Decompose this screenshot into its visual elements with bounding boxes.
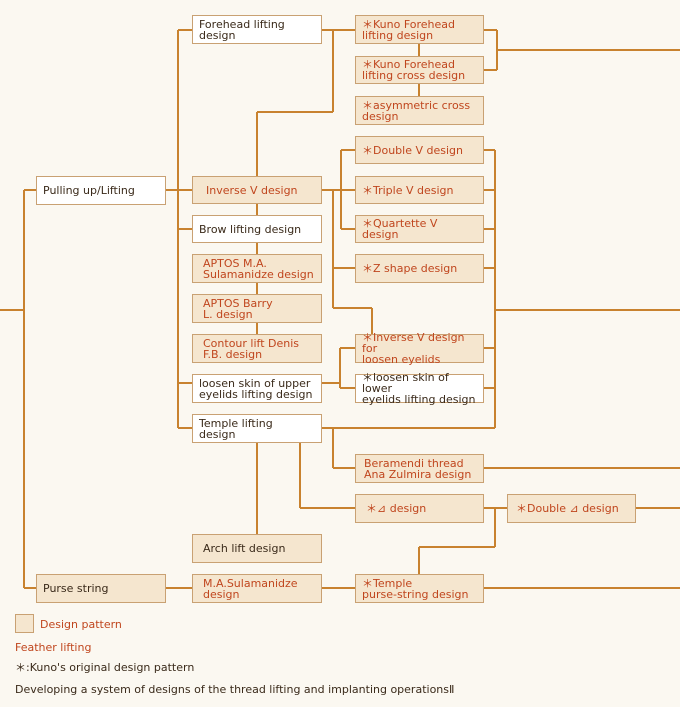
node-ma-sulamanidze: M.A.Sulamanidze design [192, 574, 322, 603]
node-double-delta: ＊Double ⊿ design [507, 494, 636, 523]
node-label: ＊Kuno Forehead lifting design [362, 17, 456, 42]
node-triple-v: ＊Triple V design [355, 176, 484, 204]
node-label: ＊Double ⊿ design [516, 502, 619, 515]
node-label: M.A.Sulamanidze design [203, 576, 298, 601]
node-label: Pulling up/Lifting [43, 184, 135, 197]
node-quartette-v: ＊Quartette V design [355, 215, 484, 243]
legend-kuno-original: ＊:Kuno's original design pattern [15, 661, 195, 674]
node-label: Arch lift design [203, 542, 286, 555]
node-label: Purse string [43, 582, 109, 595]
node-inverse-v: Inverse V design [192, 176, 322, 204]
node-label: APTOS M.A. Sulamanidze design [203, 256, 314, 281]
node-label: Inverse V design [206, 183, 298, 197]
node-label: ＊loosen skin of lower eyelids lifting de… [362, 371, 476, 406]
legend-swatch [15, 614, 34, 633]
node-delta: ＊⊿ design [355, 494, 484, 523]
node-label: loosen skin of upper eyelids lifting des… [199, 376, 313, 401]
node-label: Temple lifting design [199, 416, 273, 441]
node-label: Beramendi thread Ana Zulmira design [364, 456, 472, 481]
node-arch-lift: Arch lift design [192, 534, 322, 563]
node-loosen-upper: loosen skin of upper eyelids lifting des… [192, 374, 322, 403]
node-loosen-lower: ＊loosen skin of lower eyelids lifting de… [355, 371, 484, 406]
node-label: ＊Triple V design [362, 183, 454, 197]
node-double-v: ＊Double V design [355, 136, 484, 164]
node-label: ＊Inverse V design for loosen eyelids [362, 331, 465, 366]
node-beramendi: Beramendi thread Ana Zulmira design [355, 454, 484, 483]
node-brow-lifting: Brow lifting design [192, 215, 322, 243]
diagram-caption: Developing a system of designs of the th… [15, 683, 455, 696]
node-label: ＊Temple purse-string design [362, 576, 469, 601]
node-pulling-up-lifting: Pulling up/Lifting [36, 176, 166, 205]
node-inverse-v-loosen-eyelids: ＊Inverse V design for loosen eyelids [355, 331, 484, 366]
node-label: Contour lift Denis F.B. design [203, 336, 300, 361]
node-temple-purse-string: ＊Temple purse-string design [355, 574, 484, 603]
node-label: ＊asymmetric cross design [362, 98, 471, 123]
node-aptos-ma: APTOS M.A. Sulamanidze design [192, 254, 322, 283]
node-label: Brow lifting design [199, 222, 302, 236]
node-label: ＊Z shape design [362, 262, 458, 275]
node-label: ＊Double V design [362, 143, 463, 157]
node-purse-string: Purse string [36, 574, 166, 603]
node-label: APTOS Barry L. design [203, 296, 273, 321]
node-label: ＊Quartette V design [362, 217, 438, 241]
node-forehead-lifting: Forehead lifting design [192, 15, 322, 44]
legend-feather-lifting: Feather lifting [15, 641, 92, 654]
node-aptos-barry: APTOS Barry L. design [192, 294, 322, 323]
node-kuno-forehead-cross: ＊Kuno Forehead lifting cross design [355, 56, 484, 84]
node-label: ＊Kuno Forehead lifting cross design [362, 58, 466, 82]
node-contour-lift: Contour lift Denis F.B. design [192, 334, 322, 363]
legend-design-pattern: Design pattern [40, 618, 122, 631]
node-label: ＊⊿ design [366, 502, 427, 515]
node-temple-lifting: Temple lifting design [192, 414, 322, 443]
node-z-shape: ＊Z shape design [355, 254, 484, 283]
node-label: Forehead lifting design [199, 17, 285, 42]
node-kuno-forehead: ＊Kuno Forehead lifting design [355, 15, 484, 44]
node-asymmetric-cross: ＊asymmetric cross design [355, 96, 484, 125]
